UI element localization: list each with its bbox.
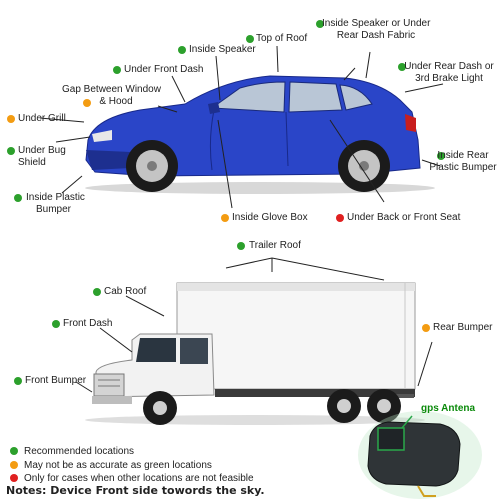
label-inside-speaker: Inside Speaker	[189, 44, 256, 55]
red-dot	[336, 214, 344, 222]
car-leader-lines	[39, 45, 444, 209]
label-under-front-dash: Under Front Dash	[124, 64, 204, 75]
label-inside-glove-box: Inside Glove Box	[232, 212, 308, 223]
orange-dot	[10, 461, 18, 470]
green-dot	[113, 66, 121, 74]
green-dot	[398, 63, 406, 71]
orange-dot	[422, 324, 430, 332]
label-gap-between-window: Gap Between Window& Hood	[62, 84, 161, 107]
legend-less-accurate: May not be as accurate as green location…	[10, 460, 212, 472]
green-dot	[93, 288, 101, 296]
green-dot	[178, 46, 186, 54]
truck-leader-lines	[75, 257, 433, 393]
legend-recommended: Recommended locations	[10, 446, 134, 458]
green-dot	[7, 147, 15, 155]
red-dot	[10, 474, 18, 483]
label-under-grill: Under Grill	[18, 113, 66, 124]
gps-device-image	[358, 411, 482, 499]
label-trailer-roof: Trailer Roof	[249, 240, 301, 251]
notes-text: Notes: Device Front side towords the sky…	[6, 484, 265, 497]
orange-dot	[83, 99, 91, 107]
green-dot	[246, 35, 254, 43]
label-under-back-seat: Under Back or Front Seat	[347, 212, 461, 223]
green-dot	[437, 152, 445, 160]
green-dot	[10, 447, 18, 456]
green-dot	[14, 194, 22, 202]
car-image	[85, 75, 435, 194]
label-top-of-roof: Top of Roof	[256, 33, 308, 44]
green-dot	[14, 377, 22, 385]
orange-dot	[221, 214, 229, 222]
green-dot	[52, 320, 60, 328]
green-dot	[237, 242, 245, 250]
truck-image	[85, 282, 425, 425]
green-dot	[316, 20, 324, 28]
label-front-dash: Front Dash	[63, 318, 113, 329]
orange-dot	[7, 115, 15, 123]
label-cab-roof: Cab Roof	[104, 286, 147, 297]
label-rear-bumper: Rear Bumper	[433, 322, 493, 333]
label-gps-antena: gps Antena	[421, 403, 476, 414]
legend-last-resort: Only for cases when other locations are …	[10, 473, 254, 485]
label-front-bumper: Front Bumper	[25, 375, 87, 386]
